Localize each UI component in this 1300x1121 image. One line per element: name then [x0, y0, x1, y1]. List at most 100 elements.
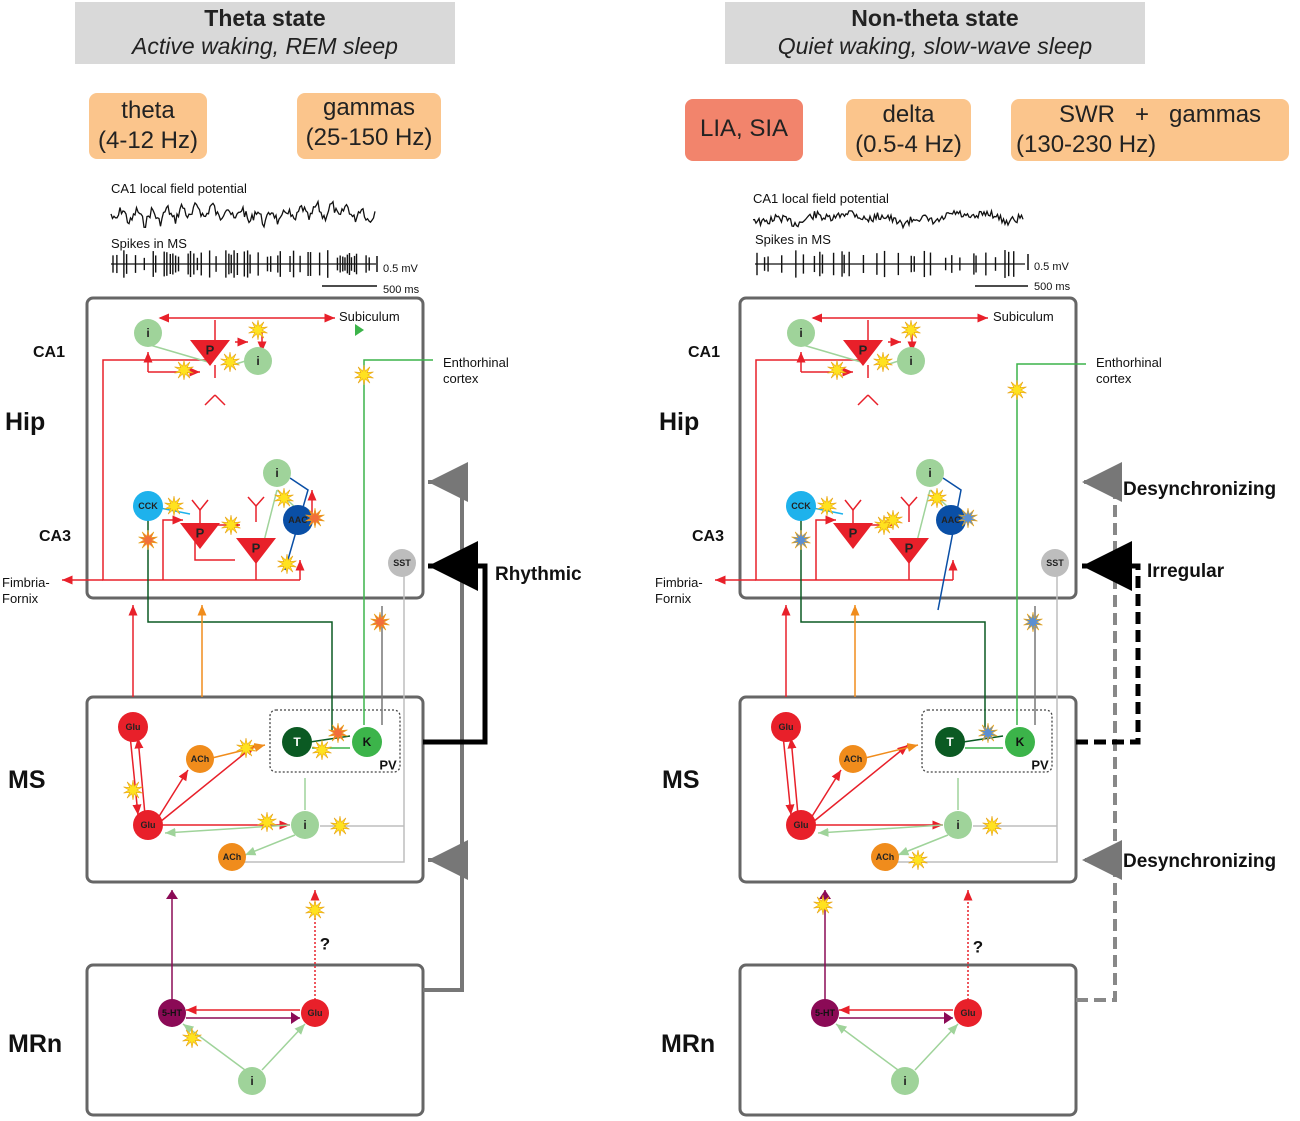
right-ca1-pyramidal: P: [843, 340, 883, 366]
right-ms-box: [738, 695, 1078, 884]
svg-text:i: i: [303, 818, 306, 832]
svg-text:SST: SST: [393, 558, 411, 568]
left-fimbria-line2: Fornix: [2, 591, 39, 606]
right-pv-teevra-cell: T: [935, 727, 965, 757]
left-ms-label: MS: [8, 766, 46, 794]
right-firing-star: [958, 507, 978, 529]
right-firing-star: [982, 815, 1002, 837]
right-firing-star: [901, 319, 921, 341]
right-firing-star: [813, 894, 833, 916]
desynchronizing-top-label: Desynchronizing: [1123, 479, 1277, 500]
left-mrn-label: MRn: [8, 1030, 63, 1058]
right-firing-star: [908, 849, 928, 871]
right-ca3-label: CA3: [692, 528, 725, 545]
left-ca3-label: CA3: [39, 528, 72, 545]
svg-text:CCK: CCK: [138, 501, 158, 511]
svg-text:5-HT: 5-HT: [815, 1008, 836, 1018]
theta-state-subtitle: Active waking, REM sleep: [132, 33, 398, 59]
left-pv-label: PV: [379, 758, 397, 773]
right-ms-glutamatergic-a: Glu: [771, 712, 801, 742]
theta-band-name: theta: [121, 97, 175, 124]
left-ca1-interneuron-b: i: [244, 347, 272, 375]
svg-text:CCK: CCK: [791, 501, 811, 511]
right-ca3-pyramidal-b: P: [889, 538, 929, 564]
right-mrn-glutamatergic: Glu: [954, 999, 982, 1027]
delta-band-name: delta: [882, 101, 935, 128]
left-firing-star: [305, 899, 325, 921]
theta-state-header: Theta state Active waking, REM sleep: [75, 2, 455, 64]
left-ca3-pyramidal-b: P: [236, 538, 276, 564]
right-ca1-label: CA1: [688, 344, 721, 361]
right-ms-cholinergic-b: ACh: [871, 843, 899, 871]
desynchronizing-bottom-label: Desynchronizing: [1123, 851, 1277, 872]
right-ca1-interneuron-b: i: [897, 347, 925, 375]
left-mrn-serotonergic: 5-HT: [158, 999, 186, 1027]
right-cck-basket-cell: CCK: [786, 491, 816, 521]
svg-text:T: T: [293, 735, 301, 749]
left-entorhinal-line2: cortex: [443, 371, 479, 386]
right-firing-star: [927, 487, 947, 509]
left-firing-star: [221, 514, 241, 536]
svg-text:5-HT: 5-HT: [162, 1008, 183, 1018]
right-pv-komali-cell: K: [1005, 727, 1035, 757]
left-spikes-label: Spikes in MS: [111, 236, 187, 251]
svg-text:P: P: [859, 343, 868, 358]
svg-text:i: i: [146, 326, 149, 340]
right-firing-star: [817, 495, 837, 517]
right-entorhinal-line2: cortex: [1096, 371, 1132, 386]
svg-text:Glu: Glu: [126, 722, 141, 732]
left-scale-ms: 500 ms: [383, 284, 420, 296]
svg-text:Glu: Glu: [141, 820, 156, 830]
svg-text:AAC: AAC: [288, 515, 308, 525]
left-mrn-glutamatergic: Glu: [301, 999, 329, 1027]
left-pv-teevra-cell: T: [282, 727, 312, 757]
right-firing-star: [883, 509, 903, 531]
right-ms-label: MS: [662, 766, 700, 794]
left-ms-cholinergic-a: ACh: [186, 745, 214, 773]
right-spike-train: [755, 250, 1025, 278]
swr-gammas-chip: SWR + gammas (130-230 Hz): [1011, 99, 1289, 161]
right-firing-star: [791, 529, 811, 551]
right-firing-star: [978, 722, 998, 744]
right-subiculum-label: Subiculum: [993, 309, 1054, 324]
right-control-loop: [1076, 462, 1141, 1002]
left-firing-star: [328, 722, 348, 744]
svg-text:Glu: Glu: [308, 1008, 323, 1018]
delta-band-chip: delta (0.5-4 Hz): [846, 99, 971, 161]
right-pv-group-box: [921, 709, 1053, 773]
right-scale-mv: 0.5 mV: [1034, 261, 1069, 273]
left-ms-box: [85, 695, 425, 884]
left-firing-star: [164, 495, 184, 517]
svg-text:i: i: [250, 1074, 253, 1088]
left-mrn-interneuron: i: [238, 1067, 266, 1095]
irregular-label: Irregular: [1147, 561, 1225, 582]
left-firing-star: [236, 737, 256, 759]
gammas-band-chip: gammas (25-150 Hz): [297, 93, 441, 159]
right-scale-ms: 500 ms: [1034, 281, 1071, 293]
left-axo-axonic-cell: AAC: [283, 505, 313, 535]
left-firing-star: [174, 359, 194, 381]
svg-text:P: P: [905, 541, 914, 556]
svg-text:ACh: ACh: [191, 754, 210, 764]
svg-text:P: P: [849, 526, 858, 541]
right-ms-cholinergic-a: ACh: [839, 745, 867, 773]
left-fimbria-line1: Fimbria-: [2, 575, 50, 590]
non-theta-state-header: Non-theta state Quiet waking, slow-wave …: [725, 2, 1145, 64]
svg-text:Glu: Glu: [794, 820, 809, 830]
left-lfp-trace: [110, 199, 376, 229]
left-spike-train: [111, 250, 376, 278]
left-scale-mv: 0.5 mV: [383, 263, 418, 275]
left-entorhinal-line1: Enthorhinal: [443, 355, 509, 370]
theta-state-title: Theta state: [204, 5, 326, 31]
right-mrn-interneuron: i: [891, 1067, 919, 1095]
right-ca1-interneuron-a: i: [787, 319, 815, 347]
svg-text:i: i: [956, 818, 959, 832]
left-firing-star: [220, 351, 240, 373]
left-ms-glutamatergic-a: Glu: [118, 712, 148, 742]
left-firing-star: [123, 779, 143, 801]
left-ca3-interneuron: i: [263, 459, 291, 487]
left-mrn-box: [85, 963, 425, 1117]
left-pv-group-box: [269, 709, 401, 773]
